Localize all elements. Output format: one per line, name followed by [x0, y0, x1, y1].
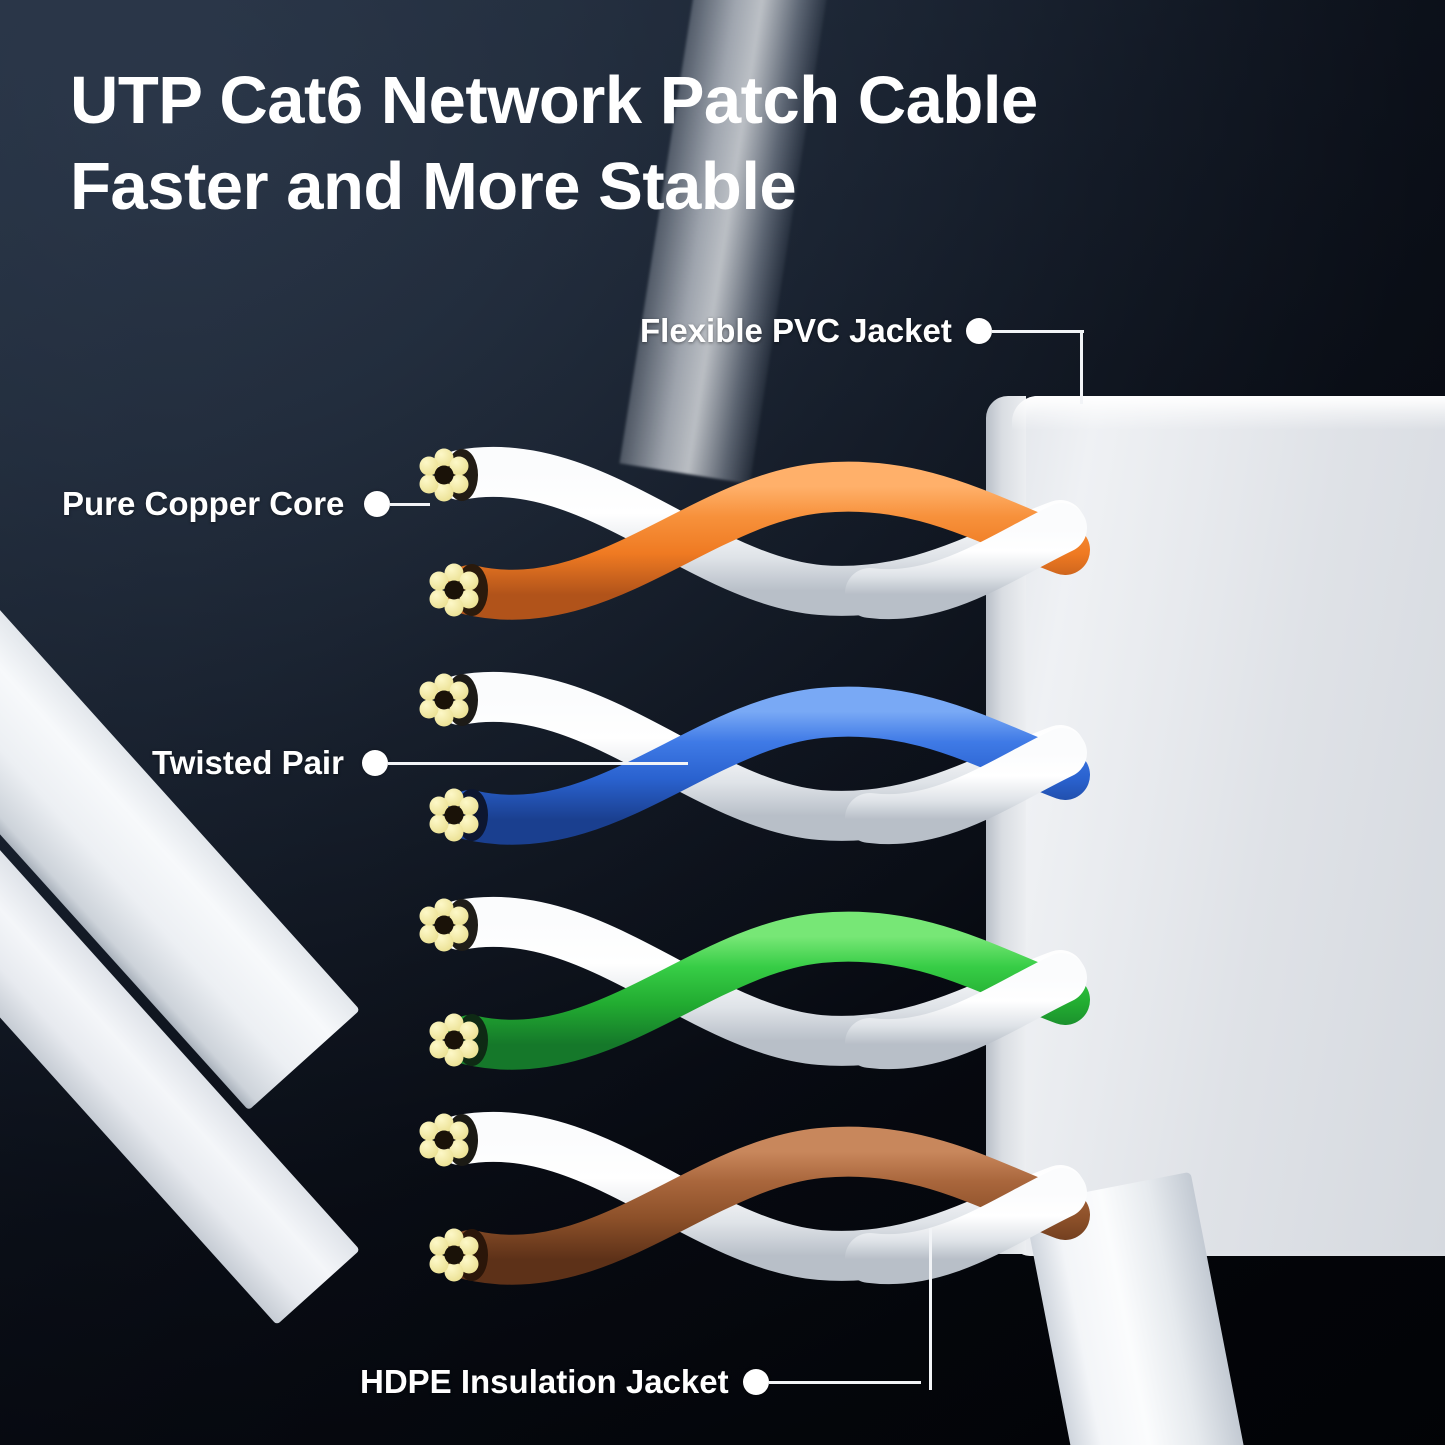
leader-line-vertical-hdpe [929, 1228, 932, 1390]
dot-marker-icon [965, 318, 992, 344]
callout-hdpe-insulation-jacket: HDPE Insulation Jacket [360, 1363, 921, 1401]
dot-marker-icon [361, 750, 388, 776]
page-title: UTP Cat6 Network Patch Cable Faster and … [70, 63, 1038, 224]
callout-label-pvc-jacket: Flexible PVC Jacket [640, 312, 952, 349]
twisted-pair-brown [400, 1095, 1100, 1310]
jacket-highlight [1012, 396, 1445, 430]
callout-label-twisted-pair: Twisted Pair [152, 744, 344, 781]
dot-marker-icon [364, 491, 391, 517]
callout-label-hdpe-insulation: HDPE Insulation Jacket [360, 1363, 729, 1400]
leader-line-horizontal [390, 502, 431, 506]
callout-pure-copper-core: Pure Copper Core [62, 485, 431, 523]
dot-marker-icon [742, 1369, 769, 1395]
twisted-pair-green [400, 880, 1100, 1095]
leader-line-horizontal [768, 1380, 921, 1384]
twisted-pair-orange [400, 430, 1100, 645]
leader-line-horizontal [387, 761, 688, 765]
callout-flexible-pvc-jacket: Flexible PVC Jacket [640, 312, 1084, 350]
leader-line-horizontal [991, 329, 1084, 333]
callout-twisted-pair: Twisted Pair [152, 744, 688, 782]
callout-label-copper-core: Pure Copper Core [62, 485, 345, 522]
